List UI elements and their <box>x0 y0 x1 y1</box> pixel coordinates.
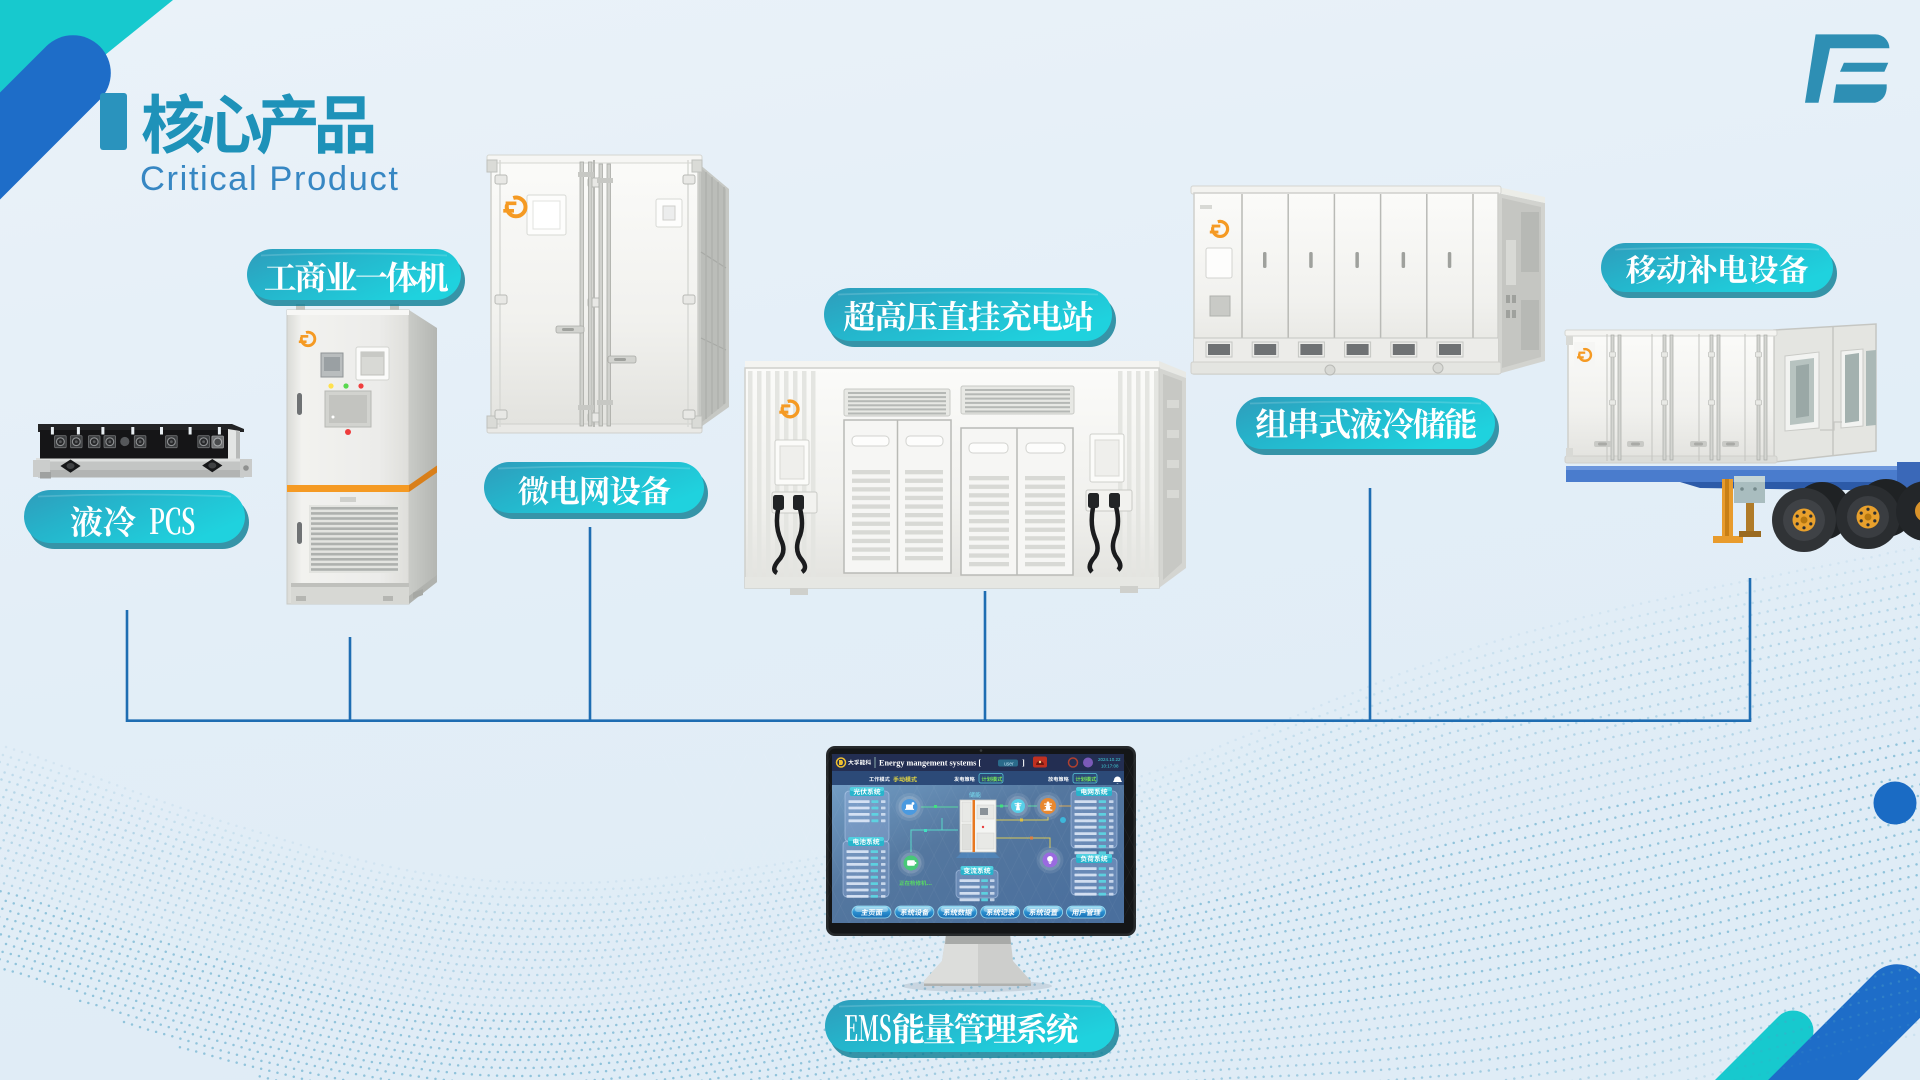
svg-text:Energy mangement systems [: Energy mangement systems [ <box>879 759 981 768</box>
svg-text:user: user <box>1004 762 1014 768</box>
svg-text:10:17:08: 10:17:08 <box>1101 764 1119 769</box>
svg-text:2024.10.22: 2024.10.22 <box>1098 757 1121 762</box>
svg-text:Critical Product: Critical Product <box>140 160 400 198</box>
svg-text:]: ] <box>1022 759 1025 768</box>
